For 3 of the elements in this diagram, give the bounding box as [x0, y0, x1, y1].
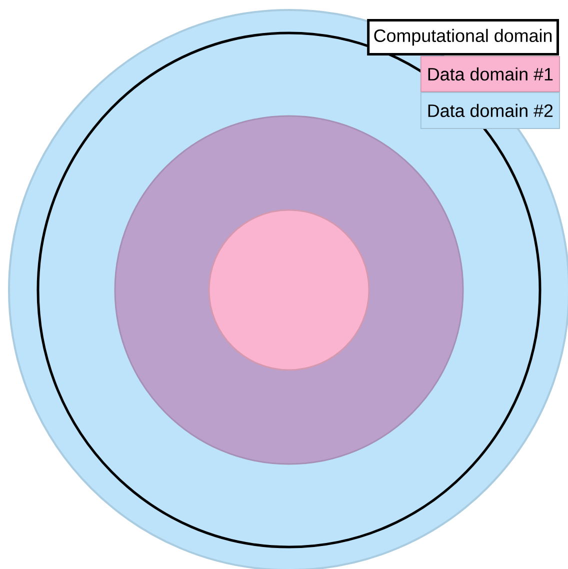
legend-item: Data domain #2	[420, 92, 560, 129]
legend-item: Computational domain	[367, 19, 559, 56]
legend-item: Data domain #1	[420, 56, 560, 92]
